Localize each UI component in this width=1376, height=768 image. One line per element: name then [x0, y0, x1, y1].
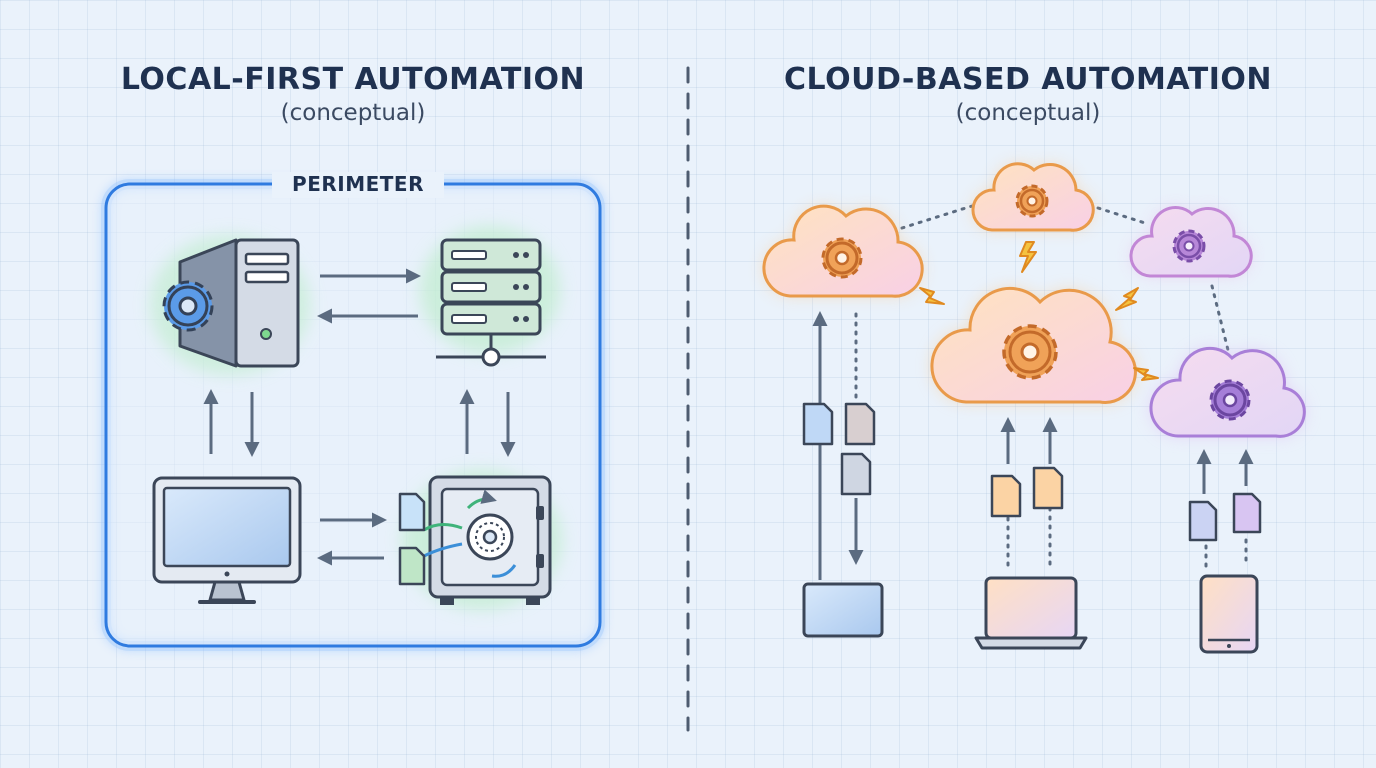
document-icon: [840, 452, 872, 496]
cloud-gear-icon: [1149, 346, 1306, 438]
local-first-subtitle: (conceptual): [280, 100, 426, 126]
document-icon: [802, 402, 834, 446]
perimeter-label: PERIMETER: [272, 172, 444, 198]
cloud-link: [1096, 206, 1150, 226]
cloud-gear-icon: [1129, 206, 1253, 278]
local-first-title: LOCAL-FIRST AUTOMATION: [120, 62, 586, 97]
lightning-icon: [919, 287, 945, 305]
lightning-icon: [1019, 241, 1037, 273]
document-icon: [990, 474, 1022, 518]
cloud-gear-icon: [762, 204, 924, 298]
cloud-link: [1210, 284, 1230, 352]
lightning-icon: [1115, 287, 1139, 311]
secure-vault-icon: [402, 470, 562, 610]
server-gear-icon: [150, 235, 310, 375]
tablet-icon: [802, 582, 884, 638]
laptop-icon: [974, 576, 1088, 650]
document-icon: [844, 402, 876, 446]
lightning-icon: [1133, 367, 1159, 381]
cloud-gear-icon: [971, 162, 1095, 232]
document-icon: [1232, 492, 1262, 534]
document-icon: [1032, 466, 1064, 510]
cloud-link: [900, 204, 974, 230]
document-icon: [398, 492, 426, 532]
cloud-gear-icon: [930, 286, 1137, 404]
phone-icon: [1199, 574, 1259, 654]
document-icon: [398, 546, 426, 586]
server-rack-icon: [420, 226, 560, 367]
document-icon: [1188, 500, 1218, 542]
desktop-monitor-icon: [152, 476, 302, 604]
cloud-based-subtitle: (conceptual): [955, 100, 1101, 126]
cloud-based-title: CLOUD-BASED AUTOMATION: [784, 62, 1272, 97]
